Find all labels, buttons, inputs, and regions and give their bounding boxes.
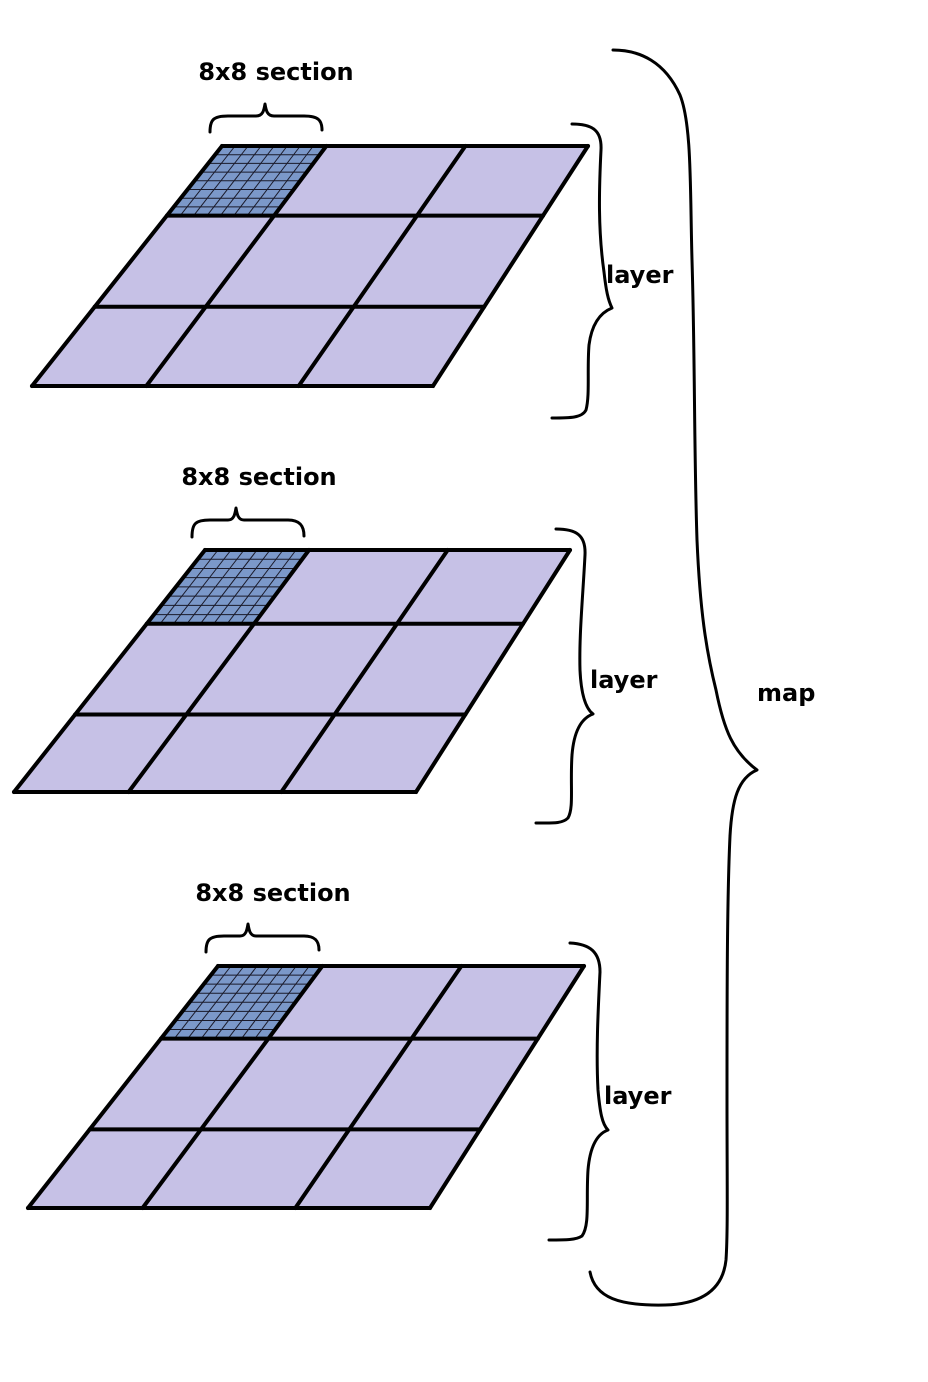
tile [32, 306, 206, 386]
grid-col-line [126, 548, 312, 794]
tile [281, 714, 466, 792]
section-mesh-line [246, 145, 301, 216]
layer-2-section-brace [190, 506, 306, 539]
layer-3-section-highlight [161, 965, 323, 1039]
tile [146, 306, 354, 386]
tile [253, 550, 448, 624]
tile [353, 215, 544, 307]
section-mesh-line [227, 965, 284, 1039]
grid-col-line [296, 144, 468, 388]
tile [396, 550, 570, 624]
layer-3-layer-brace [547, 941, 610, 1242]
tile [268, 966, 462, 1039]
section-mesh-line [233, 145, 288, 216]
layer-2: 8x8 section layer [12, 463, 658, 825]
layer-3-section-brace [204, 922, 321, 954]
layer-1-grid-lines [30, 144, 590, 388]
layer-3-grid-lines [26, 964, 586, 1210]
section-mesh-line [241, 965, 297, 1039]
layer-2-tiles [14, 550, 570, 792]
tile [94, 215, 275, 307]
layer-1-section-brace [208, 102, 324, 134]
layer-2-layer-brace [534, 527, 595, 825]
section-mesh-line [226, 549, 284, 625]
tile [75, 623, 254, 715]
section-mesh-line [254, 965, 310, 1039]
section-mesh-line [260, 145, 314, 216]
layer-2-grid-lines [12, 548, 572, 794]
grid-col-line [428, 964, 586, 1210]
layer-1-tiles [32, 146, 588, 386]
layer-3: 8x8 section layer [26, 879, 672, 1242]
map-brace [588, 48, 759, 1307]
layer-1-layer-brace [550, 122, 614, 420]
tile [411, 966, 584, 1039]
tile [28, 1129, 201, 1208]
tile [142, 1129, 350, 1208]
layer-3-tiles [28, 966, 584, 1208]
layer-1-layer-label: layer [606, 261, 674, 289]
section-mesh-line [240, 549, 297, 625]
layer-3-layer-label: layer [604, 1082, 672, 1110]
layer-2-section-highlight [146, 549, 310, 625]
map-label: map [757, 679, 815, 707]
tile [298, 306, 485, 386]
layer-2-layer-label: layer [590, 666, 658, 694]
tile [128, 714, 335, 792]
tile [417, 146, 588, 216]
tile [14, 714, 187, 792]
grid-col-line [279, 548, 450, 794]
layer-1: 8x8 section layer [30, 58, 674, 420]
tile [274, 146, 466, 216]
section-mesh-line [213, 549, 271, 625]
grid-col-line [12, 548, 207, 794]
grid-col-line [293, 964, 464, 1210]
grid-col-line [414, 548, 572, 794]
layer-1-section-label: 8x8 section [198, 58, 353, 86]
tile [295, 1129, 481, 1208]
layer-3-section-label: 8x8 section [195, 879, 350, 907]
grid-col-line [431, 144, 590, 388]
grid-col-line [140, 964, 325, 1210]
layer-2-section-label: 8x8 section [181, 463, 336, 491]
grid-col-line [26, 964, 220, 1210]
grid-col-line [144, 144, 329, 388]
tile [89, 1038, 269, 1130]
grid-col-line [30, 144, 224, 388]
